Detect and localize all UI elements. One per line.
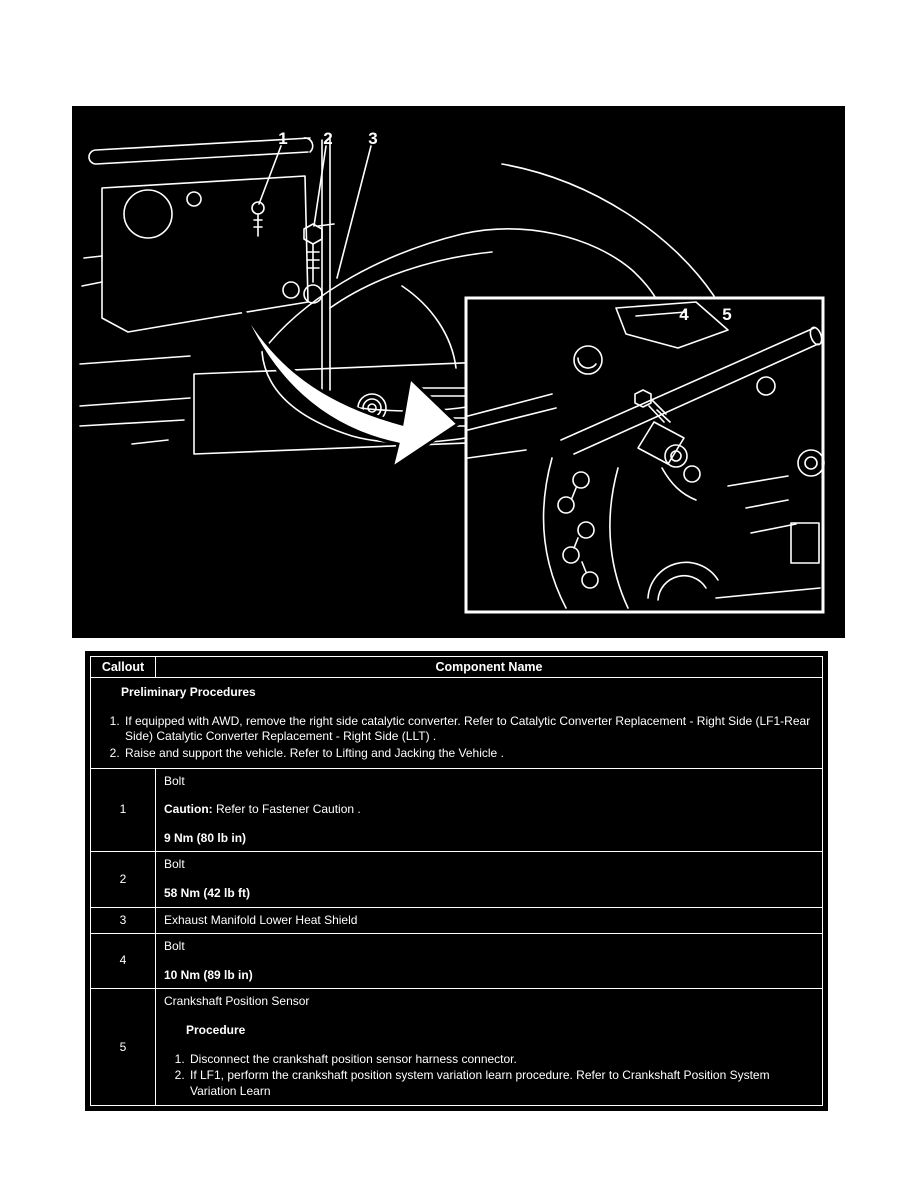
component-text: 10 Nm (89 lb in) bbox=[164, 967, 253, 982]
component-text: 58 Nm (42 lb ft) bbox=[164, 886, 251, 900]
table-row-callout-2: 2 Bolt 58 Nm (42 lb ft) bbox=[90, 851, 823, 908]
component-table: Callout Component Name Preliminary Proce… bbox=[85, 651, 828, 1112]
callout-number-cell: 3 bbox=[90, 906, 156, 935]
preliminary-step: Raise and support the vehicle. Refer to … bbox=[123, 746, 814, 762]
callout-2: 2 bbox=[323, 129, 333, 148]
component-text: Crankshaft Position Sensor bbox=[164, 994, 310, 1009]
procedure-step: Disconnect the crankshaft position senso… bbox=[188, 1052, 814, 1068]
table-header-row: Callout Component Name bbox=[90, 655, 823, 679]
component-text: Exhaust Manifold Lower Heat Shield bbox=[164, 912, 358, 927]
preliminary-step: If equipped with AWD, remove the right s… bbox=[123, 714, 814, 745]
component-text: 9 Nm (80 lb in) bbox=[164, 830, 247, 845]
callout-5: 5 bbox=[722, 305, 732, 324]
preliminary-steps-list: If equipped with AWD, remove the right s… bbox=[99, 714, 814, 762]
component-text: Bolt bbox=[164, 773, 185, 788]
zoom-arrow bbox=[238, 303, 461, 472]
procedure-steps-list: Disconnect the crankshaft position senso… bbox=[164, 1052, 814, 1100]
procedure-heading: Procedure bbox=[186, 1022, 246, 1037]
component-text: Bolt bbox=[164, 857, 185, 872]
callout-column-header: Callout bbox=[90, 655, 156, 679]
component-column-header: Component Name bbox=[155, 655, 823, 679]
table-row-callout-3: 3 Exhaust Manifold Lower Heat Shield bbox=[90, 906, 823, 935]
table-row-callout-4: 4 Bolt 10 Nm (89 lb in) bbox=[90, 933, 823, 990]
component-name-cell: Crankshaft Position SensorProcedureDisco… bbox=[155, 988, 823, 1107]
callout-number-cell: 4 bbox=[90, 933, 156, 990]
inset-box bbox=[464, 296, 825, 614]
callout-number-cell: 5 bbox=[90, 988, 156, 1107]
component-text: Bolt bbox=[164, 939, 185, 954]
callout-number-cell: 2 bbox=[90, 851, 156, 908]
callout-4: 4 bbox=[679, 305, 689, 324]
engine-illustration: 1 2 3 4 5 bbox=[72, 106, 845, 638]
callout-number-cell: 1 bbox=[90, 767, 156, 853]
component-table-body: Preliminary Procedures If equipped with … bbox=[90, 677, 823, 1107]
component-name-cell: Bolt 10 Nm (89 lb in) bbox=[155, 933, 823, 990]
preliminary-procedures-row: Preliminary Procedures If equipped with … bbox=[90, 677, 823, 769]
line-art bbox=[79, 137, 825, 614]
procedure-step: If LF1, perform the crankshaft position … bbox=[188, 1068, 814, 1099]
component-name-cell: Bolt 58 Nm (42 lb ft) bbox=[155, 851, 823, 908]
component-text: Caution: Refer to Fastener Caution . bbox=[164, 802, 361, 817]
callout-3: 3 bbox=[368, 129, 378, 148]
callout-1: 1 bbox=[278, 129, 288, 148]
component-name-cell: Exhaust Manifold Lower Heat Shield bbox=[155, 906, 823, 935]
preliminary-procedures-title: Preliminary Procedures bbox=[121, 685, 256, 700]
